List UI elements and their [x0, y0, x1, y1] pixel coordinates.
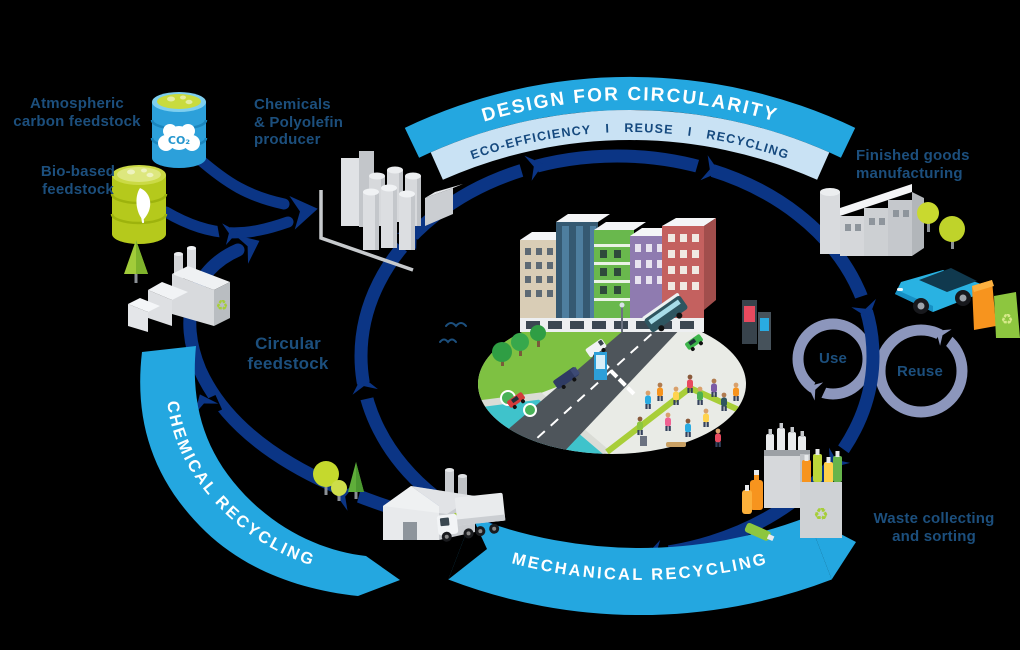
car-icon	[895, 268, 981, 314]
svg-text:♻: ♻	[1001, 312, 1014, 328]
waste-line2: and sorting	[892, 527, 976, 545]
producer-plant-icon	[319, 151, 463, 272]
finished-goods-line2: manufacturing	[856, 164, 963, 182]
bio-feedstock-line1: Bio-based	[40, 163, 116, 180]
city-illustration	[439, 214, 771, 454]
mechanical-recycling-plant-icon: ♻	[383, 468, 475, 540]
co2-cloud-icon: CO₂	[158, 124, 200, 151]
reuse-label: Reuse	[888, 363, 952, 381]
reuse-text: Reuse	[896, 363, 944, 380]
finished-goods-line1: Finished goods	[856, 147, 970, 164]
atmospheric-feedstock-label: Atmospheric carbon feedstock	[4, 95, 150, 130]
leaf-icon	[136, 188, 151, 224]
shopping-bags-icon: ♻	[972, 280, 1020, 338]
producer-line2: & Polyolefin	[254, 113, 344, 131]
use-text: Use	[818, 350, 848, 367]
truck-icon	[436, 492, 506, 542]
atmospheric-feedstock-line2: carbon feedstock	[13, 112, 141, 130]
svg-text:♻: ♻	[216, 298, 229, 314]
feed-arrowhead	[289, 195, 318, 230]
roadside-trees-icon	[313, 461, 364, 501]
red-car-icon	[507, 392, 525, 409]
circular-feedstock-line1: Circular	[255, 334, 321, 353]
chemical-recycling-plant-icon: ♻	[128, 246, 230, 332]
waste-label: Waste collecting and sorting	[858, 510, 1010, 545]
city-people	[637, 374, 739, 447]
feed-arrows	[160, 152, 318, 247]
truck-small-icon	[553, 366, 580, 389]
birds-icon	[439, 322, 467, 344]
producer-line1: Chemicals	[254, 96, 331, 113]
svg-text:CO₂: CO₂	[168, 134, 190, 147]
bio-barrel-icon	[110, 165, 168, 244]
reuse-loop-icon	[874, 324, 968, 418]
city-buildings	[520, 214, 716, 332]
kiosk-icons	[594, 300, 771, 447]
use-label: Use	[812, 350, 854, 368]
circular-feedstock-label: Circular feedstock	[215, 334, 361, 374]
circular-feedstock-line2: feedstock	[247, 354, 329, 374]
waste-bin-right: ♻	[800, 449, 842, 538]
co2-barrel-icon: CO₂	[150, 92, 208, 168]
chemical-arc-arrowhead	[234, 234, 260, 264]
waste-bins-icon: ♻	[742, 423, 842, 542]
mechanical-banner: MECHANICAL RECYCLING	[448, 516, 856, 616]
bus-icon	[642, 293, 688, 332]
finished-goods-label: Finished goods manufacturing	[856, 147, 1006, 182]
producer-tanks	[363, 166, 421, 250]
atmospheric-feedstock-line1: Atmospheric	[30, 95, 124, 112]
factory-trees-icon	[917, 202, 965, 249]
finished-goods-factory-icon	[820, 184, 924, 256]
city-trees	[492, 325, 546, 417]
svg-text:♻: ♻	[813, 505, 828, 525]
green-car-icon	[685, 334, 703, 351]
producer-line3: producer	[254, 131, 321, 149]
bio-feedstock-label: Bio-based feedstock	[14, 163, 142, 198]
producer-label: Chemicals & Polyolefin producer	[254, 96, 384, 149]
waste-line1: Waste collecting	[873, 510, 995, 527]
design-banner: DESIGN FOR CIRCULARITY ECO-EFFICIENCY I …	[404, 76, 856, 180]
bio-feedstock-line2: feedstock	[42, 180, 114, 198]
pine-tree-icon	[124, 240, 148, 283]
